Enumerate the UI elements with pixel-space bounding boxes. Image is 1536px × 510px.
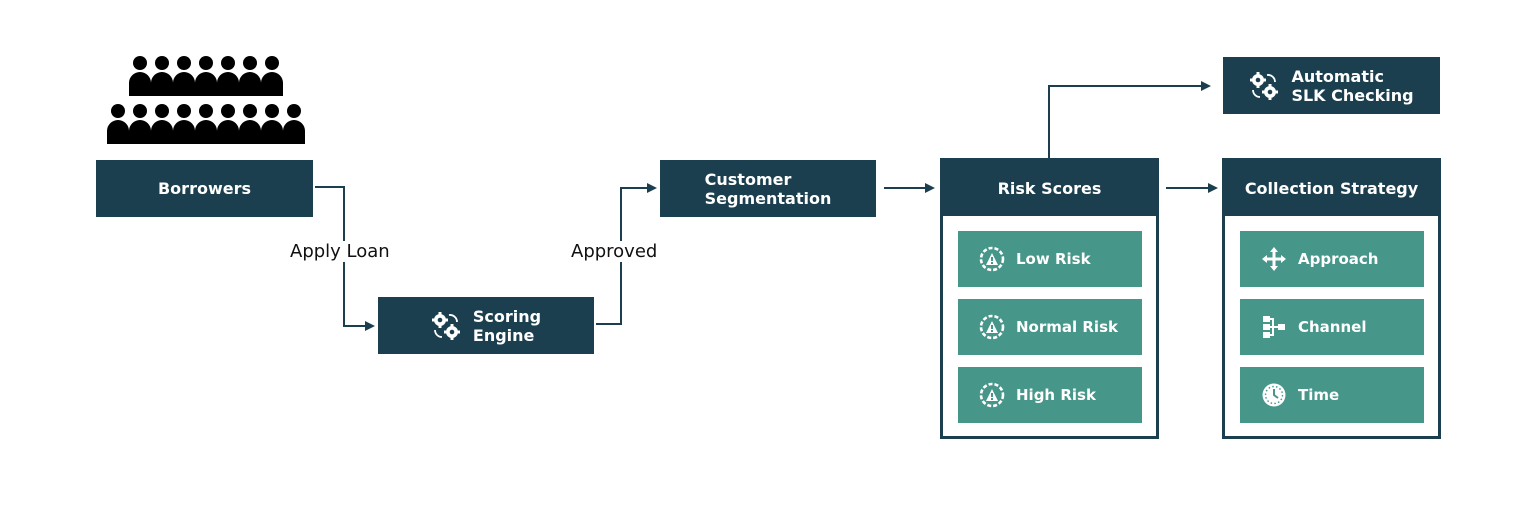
collection-strategy-title: Collection Strategy: [1225, 161, 1438, 216]
gauge-warning-icon: [978, 313, 1006, 341]
strategy-item-approach: Approach: [1240, 231, 1424, 287]
risk-item-normal: Normal Risk: [958, 299, 1142, 355]
strategy-item-channel-label: Channel: [1298, 318, 1367, 336]
gears-cycle-icon: [1249, 71, 1279, 101]
risk-scores-title: Risk Scores: [943, 161, 1156, 216]
customer-segmentation-node: Customer Segmentation: [660, 160, 876, 217]
risk-item-high: High Risk: [958, 367, 1142, 423]
apply-loan-label: Apply Loan: [288, 241, 392, 262]
collection-strategy-panel: Collection Strategy Approach Channel: [1222, 158, 1441, 439]
risk-item-low: Low Risk: [958, 231, 1142, 287]
approved-label: Approved: [569, 241, 660, 262]
gears-cycle-icon: [431, 311, 461, 341]
gauge-warning-icon: [978, 381, 1006, 409]
risk-item-low-label: Low Risk: [1016, 250, 1091, 268]
strategy-item-time: Time: [1240, 367, 1424, 423]
scoring-engine-node: Scoring Engine: [378, 297, 594, 354]
borrowers-node: Borrowers: [96, 160, 313, 217]
arrows-move-icon: [1260, 245, 1288, 273]
scoring-engine-line-2: Engine: [472, 325, 535, 345]
scoring-engine-line-1: Scoring: [472, 306, 542, 326]
edge-risk-to-slk: [1048, 81, 1211, 158]
customer-segmentation-line-2: Segmentation: [704, 188, 832, 208]
borrowers-crowd-icon: [104, 56, 305, 148]
hierarchy-icon: [1260, 313, 1288, 341]
strategy-item-approach-label: Approach: [1298, 250, 1379, 268]
automatic-slk-line-2: SLK Checking: [1291, 85, 1414, 105]
automatic-slk-line-1: Automatic: [1291, 66, 1384, 86]
customer-segmentation-line-1: Customer: [704, 169, 792, 189]
strategy-item-channel: Channel: [1240, 299, 1424, 355]
borrowers-label: Borrowers: [157, 179, 251, 198]
strategy-item-time-label: Time: [1298, 386, 1340, 404]
risk-item-high-label: High Risk: [1016, 386, 1096, 404]
risk-item-normal-label: Normal Risk: [1016, 318, 1118, 336]
gauge-warning-icon: [978, 245, 1006, 273]
risk-scores-panel: Risk Scores Low Risk Normal Risk: [940, 158, 1159, 439]
clock-icon: [1260, 381, 1288, 409]
automatic-slk-node: Automatic SLK Checking: [1223, 57, 1440, 114]
